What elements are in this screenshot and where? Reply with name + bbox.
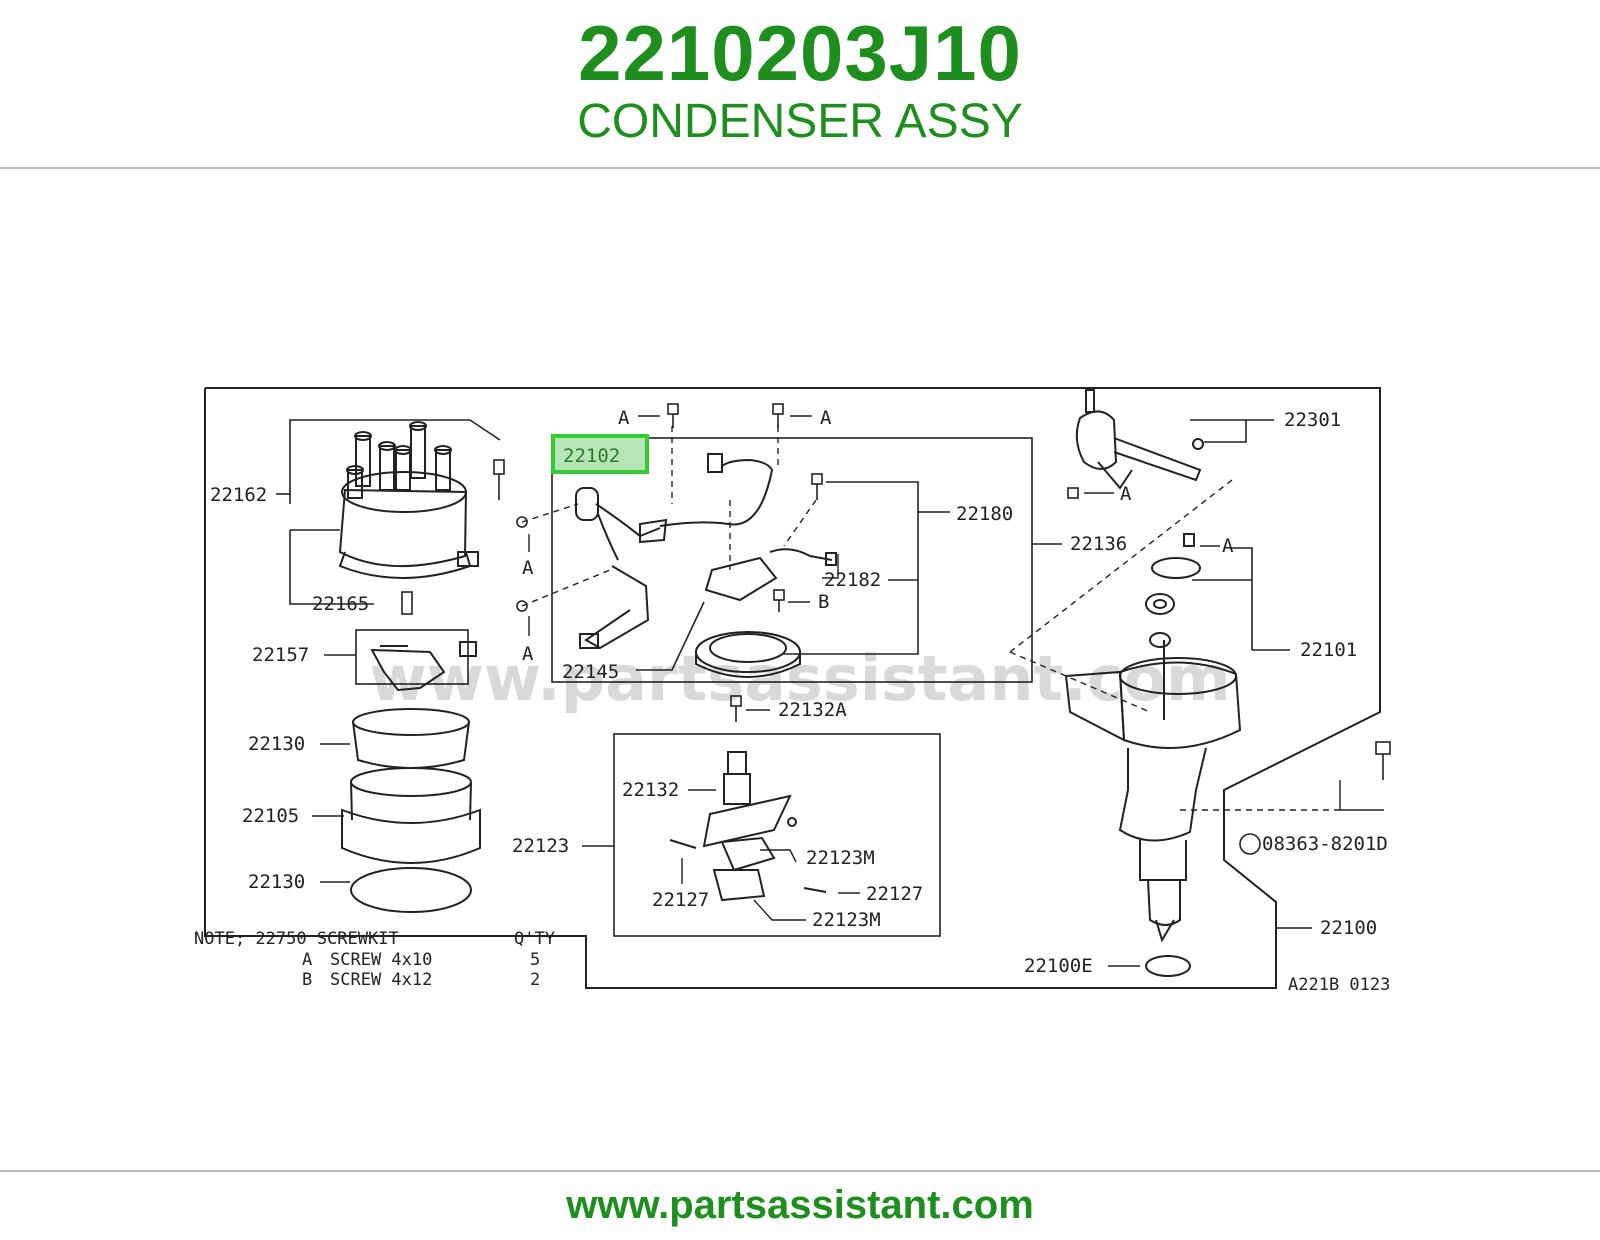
callout-22123: 22123 [512, 835, 569, 857]
callout-22130-lower: 22130 [248, 871, 305, 893]
note-row-desc: SCREW 4x10 [330, 950, 432, 970]
distributor-cap-drawing [338, 421, 479, 579]
callout-22102-highlighted: 22102 [563, 445, 620, 467]
callout-22301: 22301 [1284, 409, 1341, 431]
callout-22145: 22145 [562, 661, 619, 683]
top-divider [0, 167, 1600, 169]
assembly-guide-lines [521, 426, 1340, 811]
callout-22136: 22136 [1070, 533, 1127, 555]
callout-22132: 22132 [622, 779, 679, 801]
footer-url[interactable]: www.partsassistant.com [566, 1183, 1034, 1227]
cap-screw-drawing [493, 459, 505, 500]
vacuum-screw-drawing [1067, 487, 1079, 499]
callout-22132A: 22132A [778, 699, 847, 721]
carbon-brush-drawing [401, 591, 413, 615]
callout-22165: 22165 [312, 593, 369, 615]
screw-mark-b1: B [818, 591, 829, 613]
breaker-assy-box [551, 437, 1033, 683]
screw-mark-a6: A [1222, 535, 1234, 557]
leader-22165 [289, 530, 374, 605]
leader-22123M-a [760, 849, 797, 863]
callout-22101: 22101 [1300, 639, 1357, 661]
highlighted-part-box[interactable] [551, 434, 649, 474]
note-row-qty: 5 [530, 950, 540, 970]
standard-part-icon [1239, 833, 1261, 855]
note-row-desc: SCREW 4x12 [330, 970, 432, 990]
housing-drawing [341, 767, 481, 864]
note-title: NOTE; 22750 SCREWKIT [194, 929, 399, 949]
bearing-stack-drawing [1145, 533, 1201, 648]
callout-22127-right: 22127 [866, 883, 923, 905]
leader-22180 [782, 481, 919, 655]
bottom-divider [0, 1170, 1600, 1172]
note-qty-header: Q'TY [514, 929, 555, 949]
pickup-plate-drawing [695, 548, 837, 678]
callout-22123M-lower: 22123M [812, 909, 881, 931]
leader-22145 [636, 601, 705, 671]
note-row-qty: 2 [530, 970, 540, 990]
leader-22123M-b [753, 899, 806, 921]
note-row-key: A [302, 950, 312, 970]
rotor-drawing [370, 641, 477, 692]
screw-a-drawing [516, 403, 823, 612]
callout-22162: 22162 [210, 484, 267, 506]
callout-22100E: 22100E [1024, 955, 1093, 977]
leader-08363 [1339, 780, 1384, 811]
part-name-subtitle: CONDENSER ASSY [577, 95, 1023, 148]
part-number-title: 2210203J10 [578, 9, 1022, 97]
screw-mark-a2: A [820, 407, 832, 429]
screw-mark-a5: A [1120, 483, 1132, 505]
figure-code: A221B 0123 [1288, 975, 1390, 995]
callout-08363: 08363-8201D [1262, 833, 1388, 855]
note-row-key: B [302, 970, 312, 990]
governor-assy-box [613, 733, 941, 937]
screw-mark-a4: A [522, 643, 534, 665]
assembly-outline [204, 387, 1381, 989]
screw-mark-a1: A [618, 407, 630, 429]
leader-22182a [822, 554, 839, 579]
callout-22157: 22157 [252, 644, 309, 666]
leader-22101-bar [1230, 547, 1253, 650]
o-ring-drawing [1145, 955, 1191, 977]
callout-22130-upper: 22130 [248, 733, 305, 755]
callout-22123M-upper: 22123M [806, 847, 875, 869]
callout-22182: 22182 [824, 569, 881, 591]
leader-22301a [1190, 419, 1247, 443]
mounting-bolt-drawing [1375, 741, 1391, 780]
callout-22105: 22105 [242, 805, 299, 827]
callout-22127-left: 22127 [652, 889, 709, 911]
distributor-housing-drawing [1064, 640, 1242, 943]
callout-22100: 22100 [1320, 917, 1377, 939]
leader-22162 [289, 419, 501, 504]
screw-mark-a3: A [522, 557, 534, 579]
governor-screw-drawing [730, 695, 742, 722]
vacuum-controller-drawing [1075, 389, 1204, 490]
seal-lower-drawing [350, 867, 472, 913]
page-header: 2210203J10 CONDENSER ASSY [0, 0, 1600, 170]
callout-22180: 22180 [956, 503, 1013, 525]
governor-drawing [669, 751, 827, 902]
